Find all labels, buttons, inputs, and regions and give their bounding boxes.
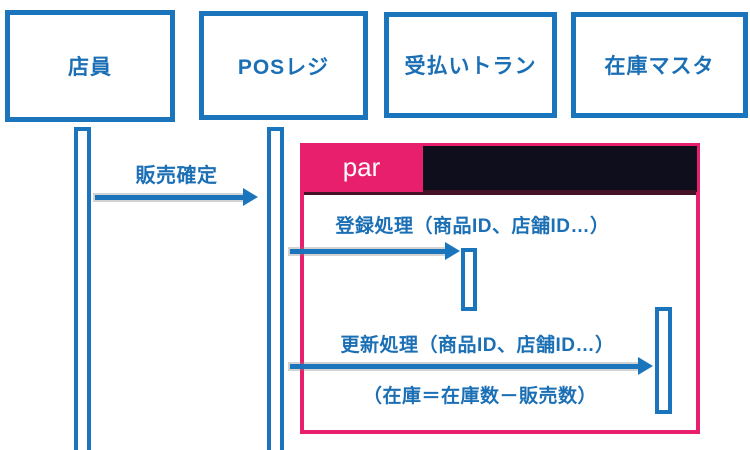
actor-box-stock-master: 在庫マスタ — [571, 12, 748, 118]
par-fragment-header-underline — [304, 190, 696, 195]
message-3-arrowhead-icon — [638, 357, 653, 375]
message-1-label: 販売確定 — [135, 165, 218, 187]
message-3-label: 更新処理（商品ID、店舗ID…） — [340, 335, 615, 356]
message-1-arrowhead-icon — [243, 188, 258, 206]
actor-box-receipt-payment-tran: 受払いトラン — [384, 12, 557, 118]
par-fragment-frame — [300, 143, 700, 434]
message-2-arrowhead-icon — [445, 242, 460, 260]
actor-label-receipt-payment-tran: 受払いトラン — [404, 55, 537, 78]
message-3-arrow — [290, 357, 653, 375]
message-2-label: 登録処理（商品ID、店舗ID…） — [335, 216, 610, 237]
message-3-arrow-line — [290, 364, 642, 369]
actor-label-stock-master: 在庫マスタ — [604, 55, 715, 78]
message-2-arrow-line — [290, 249, 449, 254]
message-2-arrow — [290, 242, 460, 260]
activation-bar-clerk — [74, 127, 91, 450]
message-1-arrow-line — [95, 195, 247, 200]
actor-label-pos-register: POSレジ — [237, 55, 330, 79]
activation-bar-stock-master — [655, 307, 672, 414]
activation-bar-receipt-payment-tran — [461, 248, 477, 311]
par-operator-label: par — [342, 152, 381, 182]
activation-bar-pos-register — [267, 127, 284, 450]
message-1-arrow — [95, 188, 258, 206]
par-operator-tab: par — [300, 143, 423, 192]
actor-box-pos-register: POSレジ — [199, 11, 368, 120]
actor-label-clerk: 店員 — [68, 56, 112, 79]
message-3-note: （在庫＝在庫数－販売数） — [362, 386, 597, 407]
par-fragment-header-strip — [423, 146, 697, 192]
actor-box-clerk: 店員 — [5, 10, 175, 122]
